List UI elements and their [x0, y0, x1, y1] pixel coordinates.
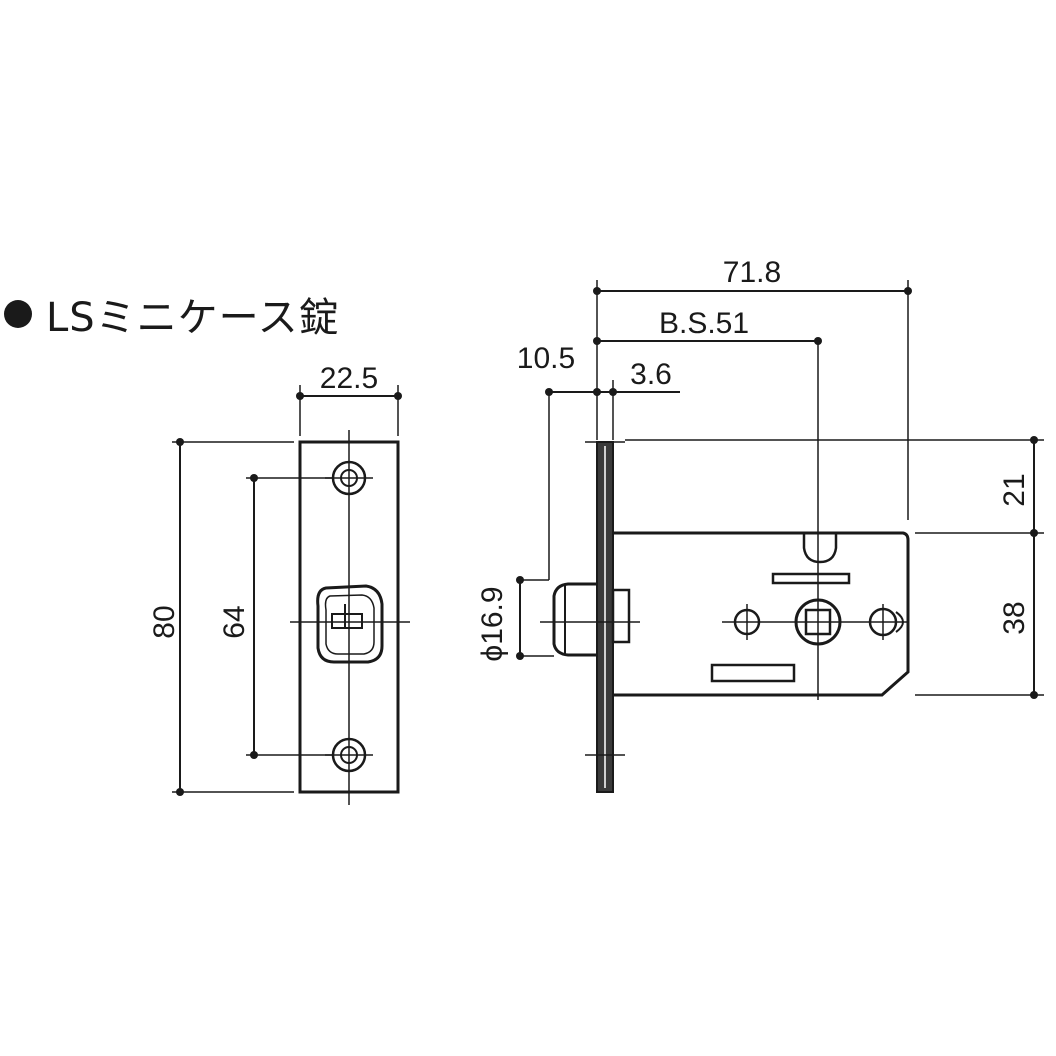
- dim-latch-dia-label: ϕ16.9: [476, 586, 509, 661]
- case-body: [613, 531, 910, 697]
- title: LSミニケース錠: [0, 284, 340, 344]
- dim-38-label: 38: [998, 601, 1031, 634]
- dim-80-label: 80: [148, 605, 181, 638]
- dim-64: 64: [218, 474, 334, 759]
- dim-22-5-label: 22.5: [320, 362, 378, 395]
- dim-71-8-label: 71.8: [723, 256, 781, 289]
- dim-80: 80: [148, 438, 294, 796]
- bullet-icon: [4, 300, 32, 328]
- dim-backset-label: B.S.51: [659, 307, 749, 340]
- front-view: 22.5 80 64: [148, 362, 410, 805]
- case-top-notch: [802, 533, 838, 564]
- dim-3-6-label: 3.6: [630, 358, 672, 391]
- dim-21-38: 21 38: [625, 436, 1044, 699]
- case-slot-bottom: [710, 663, 796, 683]
- side-view: 71.8 B.S.51 10.5 3.6 ϕ16.9: [476, 256, 1044, 793]
- dim-21-label: 21: [998, 473, 1031, 506]
- dim-latch-dia: ϕ16.9: [476, 392, 554, 662]
- dim-71-8: 71.8: [593, 256, 912, 520]
- title-text: LSミニケース錠: [46, 295, 340, 341]
- dim-10-5-3-6: 10.5 3.6: [517, 342, 680, 440]
- dim-22-5: 22.5: [296, 362, 402, 436]
- dim-64-label: 64: [218, 605, 251, 638]
- dim-backset: B.S.51: [593, 307, 822, 345]
- case-slot-top: [771, 572, 851, 585]
- dim-10-5-label: 10.5: [517, 342, 575, 375]
- latch-bolt: [552, 582, 631, 657]
- latch-opening: [316, 584, 384, 664]
